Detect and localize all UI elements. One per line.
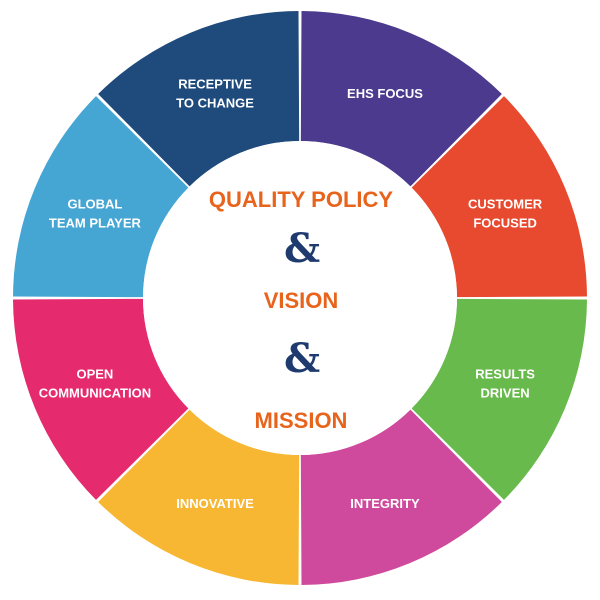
segment-label-line: GLOBAL <box>67 197 122 212</box>
segment-label-line: DRIVEN <box>481 385 530 400</box>
segment-label-line: INNOVATIVE <box>176 496 254 511</box>
center-text-group: QUALITY POLICY & VISION & MISSION <box>209 187 393 433</box>
center-disc <box>143 141 457 455</box>
segment-label-line: RESULTS <box>475 366 535 381</box>
segment-label-line: TO CHANGE <box>176 95 254 110</box>
segment-customer-focused <box>411 96 587 298</box>
segment-label-global-team-player: GLOBAL TEAM PLAYER <box>49 197 142 231</box>
ampersand-bottom: & <box>284 335 320 382</box>
segment-label-receptive-to-change: RECEPTIVE TO CHANGE <box>176 76 254 110</box>
segment-label-line: CUSTOMER <box>468 197 543 212</box>
segment-label-line: EHS FOCUS <box>347 86 423 101</box>
segment-label-line: TEAM PLAYER <box>49 216 142 231</box>
mission-title: MISSION <box>255 408 348 433</box>
segment-label-ehs-focus: EHS FOCUS <box>347 86 423 101</box>
segment-label-line: INTEGRITY <box>350 496 420 511</box>
segment-label-line: COMMUNICATION <box>39 385 151 400</box>
segment-receptive-to-change <box>98 11 300 187</box>
segment-label-line: FOCUSED <box>473 216 537 231</box>
segment-label-innovative: INNOVATIVE <box>176 496 254 511</box>
segment-label-line: RECEPTIVE <box>178 76 252 91</box>
segment-label-customer-focused: CUSTOMER FOCUSED <box>468 197 543 231</box>
vision-title: VISION <box>264 288 339 313</box>
segment-global-team-player <box>13 96 189 298</box>
segments-layer: EHS FOCUS CUSTOMER FOCUSED RESULTS DRIVEN INT… <box>13 11 587 585</box>
segment-label-line: OPEN <box>76 366 113 381</box>
segment-label-open-communication: OPEN COMMUNICATION <box>39 366 151 400</box>
segment-ehs-focus <box>300 11 502 187</box>
segment-integrity <box>300 409 502 585</box>
segment-label-integrity: INTEGRITY <box>350 496 420 511</box>
segment-label-results-driven: RESULTS DRIVEN <box>475 366 535 400</box>
segment-innovative <box>98 409 300 585</box>
ampersand-top: & <box>284 225 320 272</box>
segment-open-communication <box>13 298 189 500</box>
segment-results-driven <box>411 298 587 500</box>
quality-policy-title: QUALITY POLICY <box>209 187 393 212</box>
